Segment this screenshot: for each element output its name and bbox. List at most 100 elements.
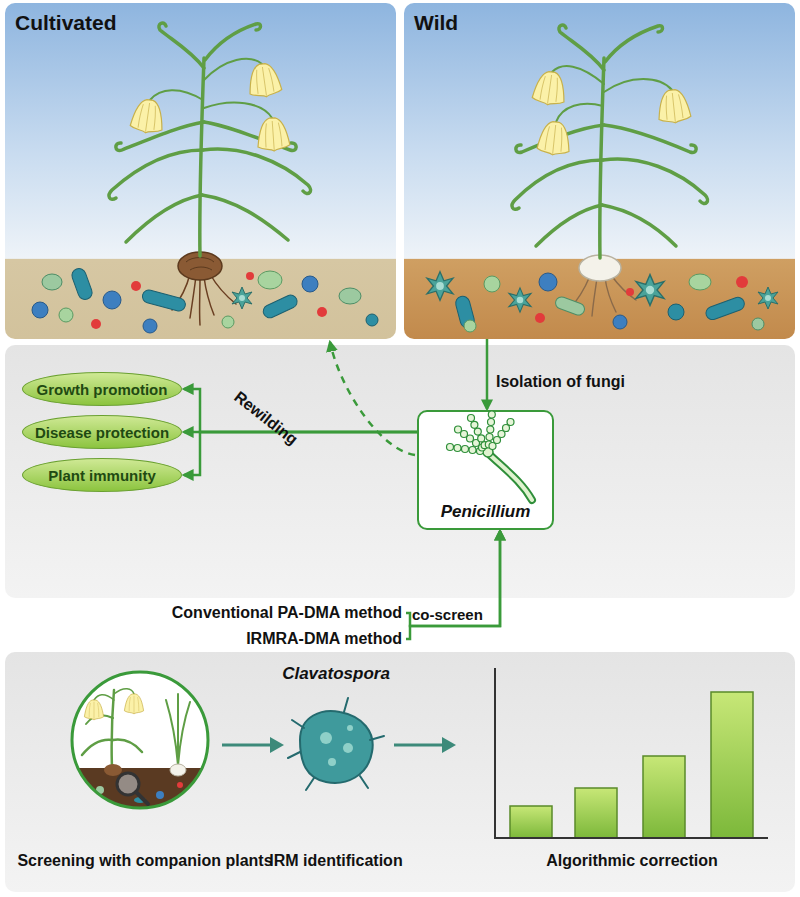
cultivated-microbes-part <box>246 272 254 280</box>
wild-plant-part <box>532 70 568 107</box>
cultivated-plant-part <box>150 59 272 118</box>
node-text: Disease protection <box>35 424 169 441</box>
cultivated-plant-part <box>246 62 282 99</box>
cultivated-plant-part-part <box>109 150 203 199</box>
fungus-box: Penicillium <box>417 410 554 530</box>
cultivated-microbes-part <box>70 267 94 302</box>
penicillium-drawing-part-part <box>468 415 475 422</box>
wild-microbes-part <box>736 276 748 288</box>
cultivated-microbes-part <box>131 281 141 291</box>
cultivated-plant-part <box>109 23 310 256</box>
wild-microbes-part <box>626 288 634 296</box>
cultivated-plant-part-part <box>159 23 204 68</box>
wild-plant-part-part <box>512 160 603 209</box>
screening-illustration-part <box>82 689 190 768</box>
cultivated-plant-part-part <box>205 24 261 60</box>
wild-plant-part <box>656 88 691 124</box>
cultivated-microbes-part <box>232 287 252 309</box>
microbe-cell-part <box>343 743 353 753</box>
cultivated-microbes-part <box>339 288 361 304</box>
wild-microbes-part <box>509 288 531 312</box>
wild-microbes-part <box>539 273 557 291</box>
effect-oval: Growth promotion <box>22 372 182 406</box>
cultivated-microbes-part <box>261 293 299 320</box>
wild-plant-part-part <box>516 125 604 153</box>
connector-arrow <box>406 531 500 626</box>
penicillium-drawing-part-part <box>469 447 476 454</box>
penicillium-drawing-part-part <box>461 431 468 438</box>
penicillium-drawing-part <box>490 455 532 500</box>
penicillium-drawing-part-part <box>454 445 461 452</box>
middle-band <box>5 345 795 598</box>
connector-arrow <box>406 531 500 639</box>
wild-plant-part-part <box>602 205 676 246</box>
cultivated-plant-part-part <box>204 103 272 118</box>
wild-microbes-part <box>636 275 664 306</box>
penicillium-drawing-part-part <box>494 437 501 444</box>
microbe-cell-part-part <box>288 698 384 790</box>
edge-label: co-screen <box>412 606 483 623</box>
penicillium-drawing-part-part <box>498 431 505 438</box>
cultivated-microbes-part <box>141 289 187 313</box>
screening-illustration-part <box>72 672 208 808</box>
process-arrows-part <box>394 744 444 747</box>
screening-illustration-part <box>170 764 186 776</box>
wild-plant-part-part <box>604 79 672 92</box>
penicillium-drawing-part-part <box>485 441 492 448</box>
microbe-cell <box>288 698 384 790</box>
cultivated-panel: Cultivated <box>5 3 396 339</box>
cultivated-plant-part-part <box>203 149 311 193</box>
process-arrows-part <box>442 737 456 753</box>
wild-plant-part-part <box>559 25 604 70</box>
wild-plant-part-part <box>600 58 604 258</box>
wild-plant-part-part <box>603 159 708 203</box>
microbe-cell-part <box>288 698 384 790</box>
method-text: IRMRA-DMA method <box>130 628 402 650</box>
microbe-cell-part <box>328 758 336 766</box>
process-arrows-part <box>270 737 284 753</box>
penicillium-drawing-part-part <box>488 411 495 418</box>
penicillium-drawing-part <box>490 455 532 500</box>
cultivated-microbes-part <box>143 319 157 333</box>
penicillium-drawing-part-part <box>503 425 510 432</box>
penicillium-drawing-part-part <box>462 446 469 453</box>
wild-microbes-part <box>454 295 476 330</box>
wild-microbes-part <box>427 272 453 301</box>
cultivated-plant-part-part <box>202 195 288 240</box>
screening-illustration-part-part <box>113 740 142 752</box>
cultivated-microbes-part <box>91 319 101 329</box>
penicillium-drawing-part-part <box>478 435 485 442</box>
bar-chart-part <box>643 756 685 838</box>
screening-illustration-part-part <box>82 740 113 755</box>
process-arrows-part <box>222 744 272 747</box>
cultivated-microbes-part <box>222 316 234 328</box>
screening-illustration-part-part <box>70 768 210 813</box>
wild-microbes <box>427 272 778 332</box>
screening-illustration-part <box>136 792 148 804</box>
screening-illustration-part <box>70 768 210 813</box>
screening-illustration-part-part <box>96 786 104 794</box>
penicillium-drawing-part-part <box>487 426 494 433</box>
screening-illustration-part-part <box>177 694 179 766</box>
wild-plant-part-part <box>552 66 604 84</box>
method-text: Conventional PA-DMA method <box>130 602 402 624</box>
connector-arrow <box>184 432 417 475</box>
cultivated-microbes-part <box>302 276 318 292</box>
wild-microbes-part <box>484 276 500 292</box>
wild-plant <box>512 25 707 316</box>
cultivated-microbes-part <box>103 291 121 309</box>
microbe-cell-part <box>320 732 332 744</box>
wild-microbes-part <box>689 274 711 290</box>
cultivated-plant-part <box>256 117 290 152</box>
cultivated-plant-part-part <box>126 195 202 242</box>
wild-plant-part-part <box>570 275 636 316</box>
screening-illustration-part-part <box>177 782 183 788</box>
screening-illustration-part-part <box>134 797 146 803</box>
wild-plant-part <box>579 255 621 281</box>
cultivated-plant-part-part <box>204 122 296 151</box>
wild-microbes-part <box>613 315 627 329</box>
bar-chart-part <box>711 692 753 838</box>
bar-chart-part <box>495 668 768 838</box>
cultivated-plant-part <box>186 258 214 271</box>
